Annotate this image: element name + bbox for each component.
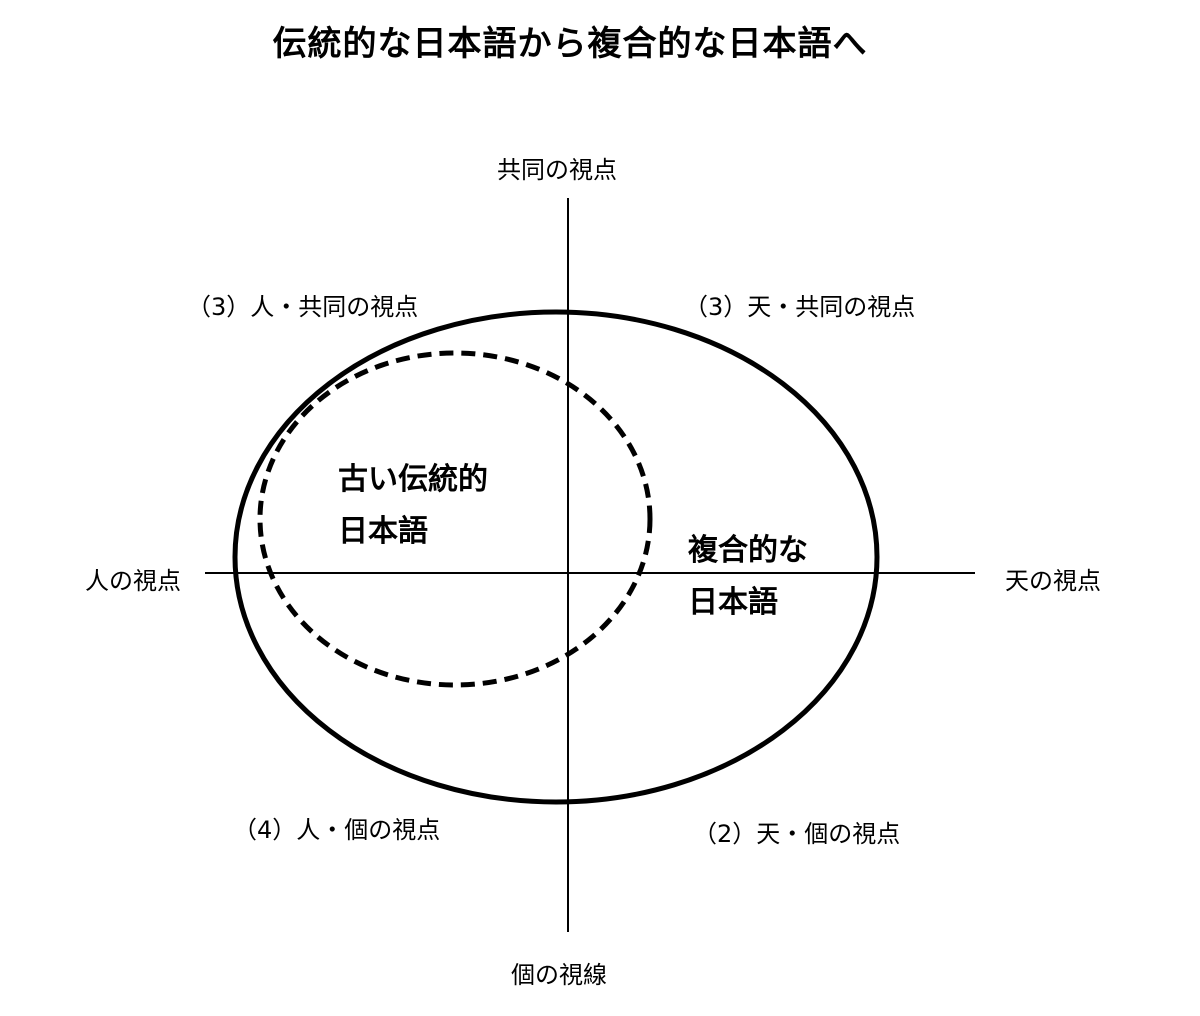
traditional-label-line1: 古い伝統的 [338, 462, 488, 497]
quadrant-label-top-left: （3）人・共同の視点 [187, 293, 419, 321]
axis-label-bottom: 個の視線 [511, 961, 607, 989]
composite-label-line2: 日本語 [688, 585, 778, 620]
traditional-japanese-ellipse [257, 350, 653, 688]
composite-japanese-label: 複合的な 日本語 [688, 525, 808, 629]
axis-label-right: 天の視点 [1005, 567, 1101, 595]
axis-label-left: 人の視点 [85, 567, 181, 595]
diagram-title: 伝統的な日本語から複合的な日本語へ [272, 24, 868, 64]
traditional-label-line2: 日本語 [338, 514, 428, 549]
quadrant-label-bottom-left: （4）人・個の視点 [233, 816, 441, 844]
axis-label-top: 共同の視点 [497, 156, 617, 184]
composite-label-line1: 複合的な [688, 533, 808, 568]
quadrant-label-top-right: （3）天・共同の視点 [684, 293, 916, 321]
composite-japanese-ellipse [232, 309, 880, 805]
traditional-japanese-label: 古い伝統的 日本語 [338, 454, 488, 558]
quadrant-label-bottom-right: （2）天・個の視点 [693, 820, 901, 848]
